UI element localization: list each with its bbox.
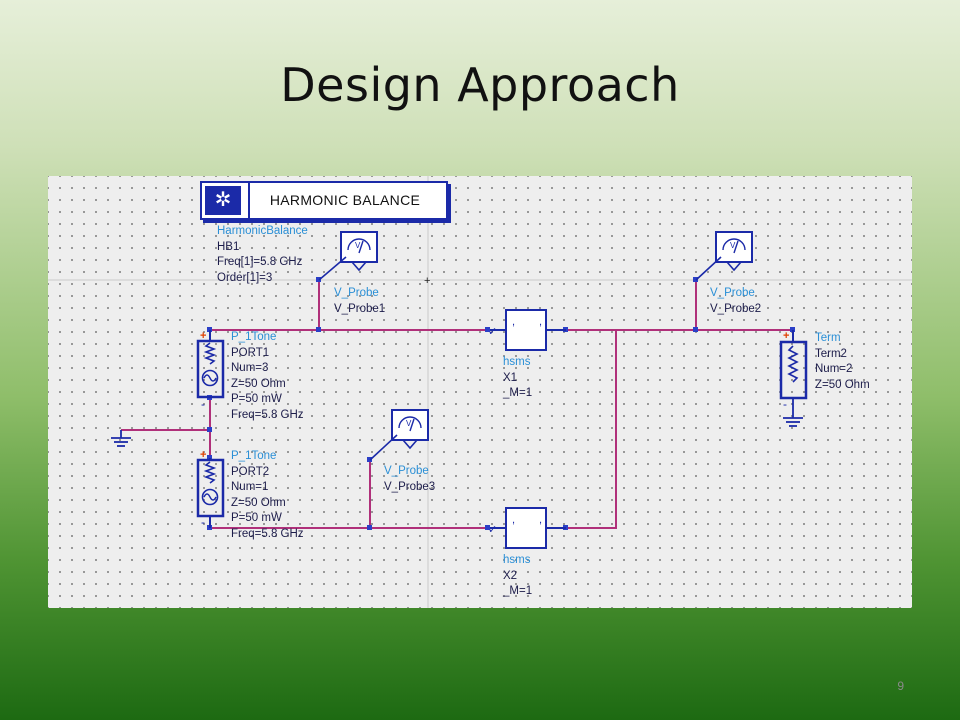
vprobe2-meter: V: [695, 231, 753, 281]
vprobe3-type: V_Probe: [384, 465, 429, 477]
svg-text:✓: ✓: [488, 524, 497, 536]
gear-icon: ✲: [205, 186, 241, 215]
svg-text:-: -: [201, 515, 205, 529]
svg-text:,: ,: [539, 514, 542, 526]
term2-labels: Term Term2 Num=2 Z=50 Ohm: [815, 331, 870, 393]
page-number: 9: [897, 679, 904, 693]
svg-text:✓: ✓: [488, 326, 497, 338]
svg-text:V: V: [730, 241, 736, 250]
port1-name: PORT1: [231, 346, 270, 359]
port1-z: Z=50 Ohm: [231, 377, 286, 390]
hb-name: HB1: [217, 240, 240, 253]
hb-labels: HarmonicBalance HB1 Freq[1]=5.8 GHz Orde…: [217, 224, 308, 286]
vprobe1-labels: V_Probe V_Probe1: [334, 286, 385, 317]
term2-name: Term2: [815, 347, 847, 360]
diode-x2: , , ✓: [488, 507, 566, 549]
term2-z: Z=50 Ohm: [815, 378, 870, 391]
schematic-drawing: +: [48, 176, 912, 608]
term2-type: Term: [815, 332, 841, 344]
harmonic-balance-label: HARMONIC BALANCE: [248, 183, 440, 218]
svg-text:,: ,: [512, 514, 515, 526]
wire-right-vertical: [566, 330, 617, 529]
port1-labels: P_1Tone PORT1 Num=3 Z=50 Ohm P=50 mW Fre…: [231, 330, 304, 423]
x1-labels: hsms X1 _M=1: [503, 355, 532, 402]
x1-type: hsms: [503, 356, 531, 368]
port2-labels: P_1Tone PORT2 Num=1 Z=50 Ohm P=50 mW Fre…: [231, 449, 304, 542]
vprobe2-type: V_Probe: [710, 287, 755, 299]
x2-name: X2: [503, 569, 518, 582]
vprobe1-name: V_Probe1: [334, 302, 386, 315]
port2-freq: Freq=5.8 GHz: [231, 527, 304, 540]
hb-order: Order[1]=3: [217, 271, 273, 284]
port1-p: P=50 mW: [231, 393, 282, 405]
svg-text:,: ,: [512, 316, 515, 328]
port1-source: + -: [196, 330, 225, 411]
x2-m: _M=1: [503, 585, 533, 597]
vprobe2-labels: V_Probe V_Probe2: [710, 286, 761, 317]
svg-text:-: -: [201, 397, 205, 411]
x2-type: hsms: [503, 554, 531, 566]
term2-load: + -: [779, 330, 808, 427]
port1-freq: Freq=5.8 GHz: [231, 408, 304, 421]
port2-name: PORT2: [231, 465, 270, 478]
svg-text:,: ,: [539, 316, 542, 328]
vprobe3-meter: V: [369, 409, 429, 461]
port2-num: Num=1: [231, 481, 269, 493]
port2-p: P=50 mW: [231, 512, 282, 524]
vprobe3-labels: V_Probe V_Probe3: [384, 464, 435, 495]
hb-type: HarmonicBalance: [217, 225, 308, 237]
hb-freq: Freq[1]=5.8 GHz: [217, 256, 303, 268]
x1-m: _M=1: [503, 387, 533, 399]
svg-text:+: +: [200, 330, 206, 342]
port2-source: + -: [196, 449, 225, 529]
svg-text:V: V: [355, 241, 361, 250]
wires: [121, 280, 793, 529]
vprobe1-meter: V: [318, 231, 378, 281]
port2-type: P_1Tone: [231, 450, 277, 462]
term2-num: Num=2: [815, 363, 853, 375]
svg-text:-: -: [783, 397, 787, 411]
vprobe3-name: V_Probe3: [384, 480, 436, 493]
x1-name: X1: [503, 371, 518, 384]
vprobe2-name: V_Probe2: [710, 302, 762, 315]
port1-type: P_1Tone: [231, 331, 277, 343]
svg-text:V: V: [406, 419, 412, 428]
svg-text:+: +: [200, 449, 206, 461]
svg-text:+: +: [783, 330, 789, 342]
x2-labels: hsms X2 _M=1: [503, 553, 532, 600]
ground-left-icon: [111, 430, 131, 447]
diode-x1: , , ✓: [488, 309, 566, 351]
port1-num: Num=3: [231, 362, 269, 374]
port2-z: Z=50 Ohm: [231, 496, 286, 509]
schematic-canvas[interactable]: +: [48, 176, 912, 608]
slide-title: Design Approach: [280, 58, 680, 112]
vprobe1-type: V_Probe: [334, 287, 379, 299]
cursor-crosshair: +: [424, 275, 430, 287]
harmonic-balance-button[interactable]: ✲ HARMONIC BALANCE: [200, 181, 448, 220]
